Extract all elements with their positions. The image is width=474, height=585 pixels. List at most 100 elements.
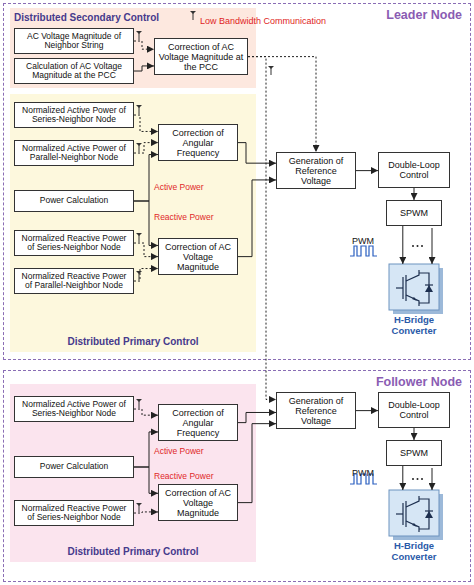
signal-name: PWM [352,468,374,478]
antenna-head [136,105,142,108]
node-title: Follower Node [376,371,470,389]
control-band: Normalized Active Power of Series-Neighb… [10,94,256,352]
box-label: Generation of Reference Voltage [280,156,352,186]
connector [414,188,415,200]
label-holder: Active Power [153,176,205,194]
label-holder: Low Bandwidth Communication [200,10,326,28]
connector [134,143,158,153]
connector [134,243,158,257]
box-label: Normalized Active Power of Series-Neighb… [18,106,130,125]
label-holder: PWM [352,230,374,248]
connector [134,201,158,245]
connector [238,412,276,422]
antenna-mast [139,235,140,242]
connector [356,410,378,411]
pwm-arrow [432,468,433,490]
antenna-mast [139,33,140,40]
connector [134,41,154,49]
process-box: Generation of Reference Voltage [276,392,356,429]
process-box: SPWM [386,440,442,466]
box-label: Double-Loop Control [382,400,446,420]
node-title: Distributed Secondary Control [11,9,159,23]
process-box: Correction of AC Voltage Magnitude at th… [154,38,248,75]
antenna-icons [136,11,274,512]
antenna-head [136,31,142,34]
connector [248,57,276,400]
antenna-mast [271,68,272,75]
process-box: Double-Loop Control [378,392,450,428]
antenna-head [268,66,274,69]
process-box: Normalized Active Power of Parallel-Neig… [14,140,134,166]
edge-label: Reactive Power [153,471,215,481]
process-box: Correction of AC Voltage Magnitude [158,484,238,521]
antenna-mast [139,107,140,114]
box-label: Normalized Reactive Power of Series-Neig… [18,504,130,523]
antenna-head [190,11,196,14]
process-box: Correction of Angular Frequency [158,124,238,161]
connector [134,66,154,71]
box-label: Correction of AC Voltage Magnitude at th… [158,42,244,72]
connector [414,428,415,440]
process-box: Normalized Reactive Power of Series-Neig… [14,230,134,256]
box-label: SPWM [400,208,428,218]
connector [134,409,158,415]
connector [134,512,158,513]
process-box: Correction of Angular Frequency [158,404,238,441]
process-box: Power Calculation [14,190,134,212]
label-holder: Reactive Power [153,206,215,224]
connector [238,143,276,164]
antenna-head [136,233,142,236]
label-holder: PWM [352,462,374,480]
box-label: SPWM [400,448,428,458]
antenna-mast [193,13,194,20]
connector [238,424,276,503]
connector [402,466,403,490]
edge-label: Reactive Power [153,212,215,222]
box-label: Correction of Angular Frequency [162,128,234,158]
antenna-head [136,271,142,274]
process-box: Correction of AC Voltage Magnitude [158,238,238,275]
box-label: Double-Loop Control [382,160,446,180]
antenna-head [136,399,142,402]
process-box: Normalized Reactive Power of Series-Neig… [14,500,134,526]
box-label: Normalized Active Power of Parallel-Neig… [18,144,130,163]
node-title: Distributed Primary Control [67,546,198,561]
edge-label: Active Power [153,182,205,192]
connector [248,57,316,152]
box-label: Normalized Reactive Power of Series-Neig… [18,234,130,253]
edge-label: Active Power [153,446,205,456]
process-box: Normalized Active Power of Series-Neighb… [14,396,134,422]
h-bridge-icon [389,264,443,314]
h-bridge-icon [389,490,443,540]
process-box: Generation of Reference Voltage [276,152,356,189]
connector [238,180,276,257]
label-holder: Reactive Power [153,465,215,483]
box-label: Correction of Angular Frequency [162,408,234,438]
box-label: Correction of AC Voltage Magnitude [162,488,234,518]
process-box: Calculation of AC Voltage Magnitude at t… [14,58,134,84]
connector [134,269,158,281]
antenna-head [136,143,142,146]
converter-label: H-Bridge Converter [379,541,449,563]
signal-name: PWM [352,236,374,246]
process-box: Power Calculation [14,456,134,478]
process-box: SPWM [386,200,442,226]
node-region: Normalized Active Power of Series-Neighb… [3,370,471,582]
box-label: Power Calculation [40,462,109,472]
process-box: Normalized Active Power of Series-Neighb… [14,102,134,128]
process-box: Normalized Reactive Power of Parallel-Ne… [14,268,134,294]
box-label: AC Voltage Magnitude of Neighbor String [18,32,130,51]
box-label: Generation of Reference Voltage [280,396,352,426]
box-label: Power Calculation [40,196,109,206]
connector [134,115,158,131]
box-label: Normalized Active Power of Series-Neighb… [18,400,130,419]
communication-note: Low Bandwidth Communication [200,16,326,26]
antenna-mast [139,145,140,152]
pwm-arrow [432,228,433,264]
box-label: Normalized Reactive Power of Parallel-Ne… [18,272,130,291]
label-holder: Active Power [153,440,205,458]
antenna-head [136,503,142,506]
box-label: Correction of AC Voltage Magnitude [162,242,234,272]
